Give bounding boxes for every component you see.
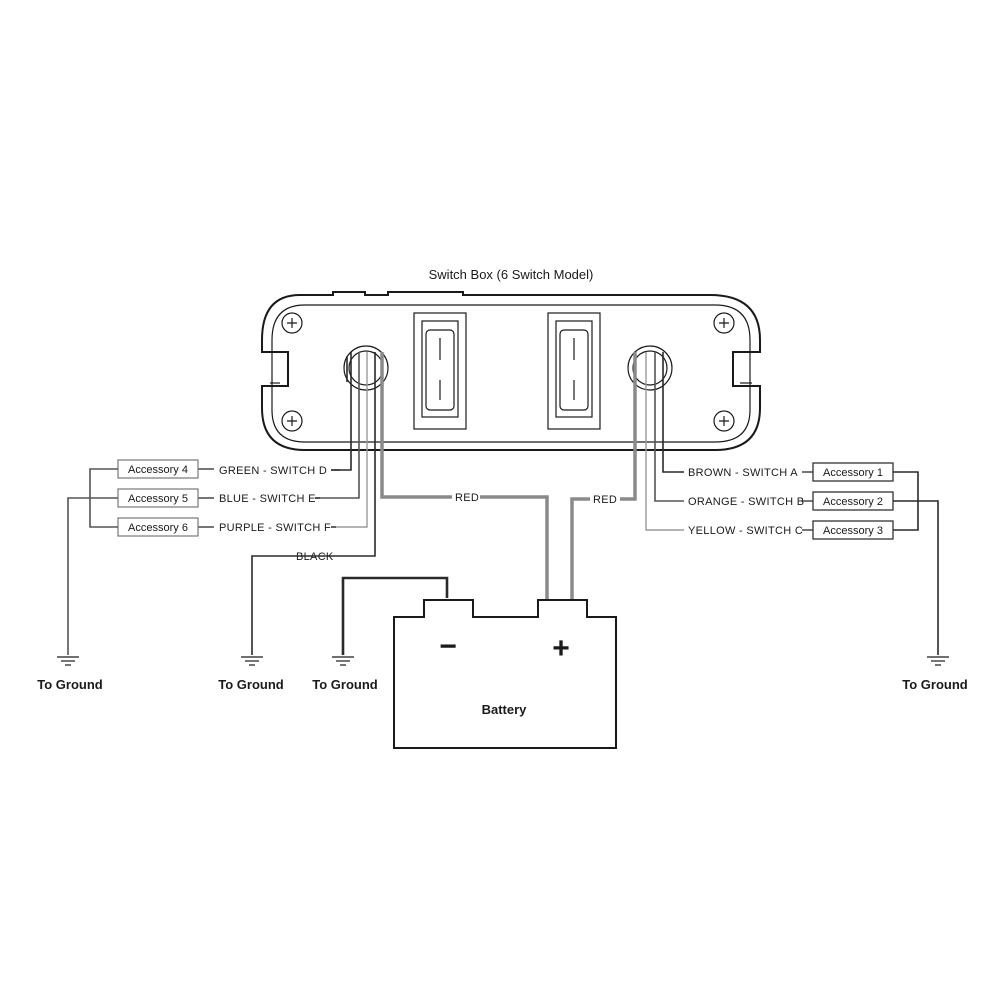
- ground-label: To Ground: [37, 677, 103, 692]
- wire-label-green: GREEN - SWITCH D: [219, 465, 327, 477]
- screw-icon: [713, 312, 735, 334]
- right-harness: [570, 352, 684, 600]
- left-harness: [315, 352, 549, 600]
- switch-box: [261, 291, 761, 451]
- rocker-switch-icon: [547, 312, 601, 430]
- accessory-label: Accessory 5: [128, 493, 188, 505]
- wire-label-blue: BLUE - SWITCH E: [219, 493, 316, 505]
- battery-label: Battery: [482, 702, 528, 717]
- wire-brown: [662, 352, 684, 473]
- wire-blue: [315, 352, 360, 499]
- diagram-title: Switch Box (6 Switch Model): [429, 267, 594, 282]
- ground-label: To Ground: [218, 677, 284, 692]
- wire-yellow: [645, 352, 684, 531]
- screw-icon: [281, 312, 303, 334]
- battery: − + Battery: [393, 599, 617, 749]
- wire-red-left-2: [480, 495, 549, 600]
- wire-red-left: [380, 352, 452, 499]
- wire-label-red-left: RED: [455, 492, 479, 504]
- battery-negative-sign: −: [439, 630, 457, 663]
- accessory-1: Accessory 1: [812, 462, 894, 482]
- ground-label: To Ground: [902, 677, 968, 692]
- ground-icon: [332, 656, 354, 666]
- accessory-6: Accessory 6: [117, 517, 199, 537]
- accessory-label: Accessory 3: [823, 525, 883, 537]
- wire-label-yellow: YELLOW - SWITCH C: [688, 525, 803, 537]
- ground-icon: [57, 656, 79, 666]
- accessory-label: Accessory 1: [823, 467, 883, 479]
- accessory-label: Accessory 2: [823, 496, 883, 508]
- ground-icon: [927, 656, 949, 666]
- accessory-label: Accessory 6: [128, 522, 188, 534]
- accessory-4: Accessory 4: [117, 459, 199, 479]
- wire-black: [333, 352, 376, 557]
- wire-red-right: [620, 352, 637, 501]
- ground-icon: [241, 656, 263, 666]
- grommet-icon: [627, 345, 673, 391]
- accessory-label: Accessory 4: [128, 464, 188, 476]
- wire-red-right-2: [570, 497, 590, 600]
- accessory-5: Accessory 5: [117, 488, 199, 508]
- wire-purple: [331, 352, 368, 528]
- wire-label-brown: BROWN - SWITCH A: [688, 467, 798, 479]
- wire-label-orange: ORANGE - SWITCH B: [688, 496, 804, 508]
- ground-label: To Ground: [312, 677, 378, 692]
- wire-orange: [654, 352, 684, 502]
- rocker-switch-icon: [413, 312, 467, 430]
- wire-label-purple: PURPLE - SWITCH F: [219, 522, 331, 534]
- wire-label-red-right: RED: [593, 494, 617, 506]
- wire-green: [331, 352, 352, 471]
- battery-positive-sign: +: [552, 632, 570, 665]
- screw-icon: [281, 410, 303, 432]
- screw-icon: [713, 410, 735, 432]
- wire-label-black: BLACK: [296, 551, 334, 563]
- accessory-2: Accessory 2: [812, 491, 894, 511]
- accessory-3: Accessory 3: [812, 520, 894, 540]
